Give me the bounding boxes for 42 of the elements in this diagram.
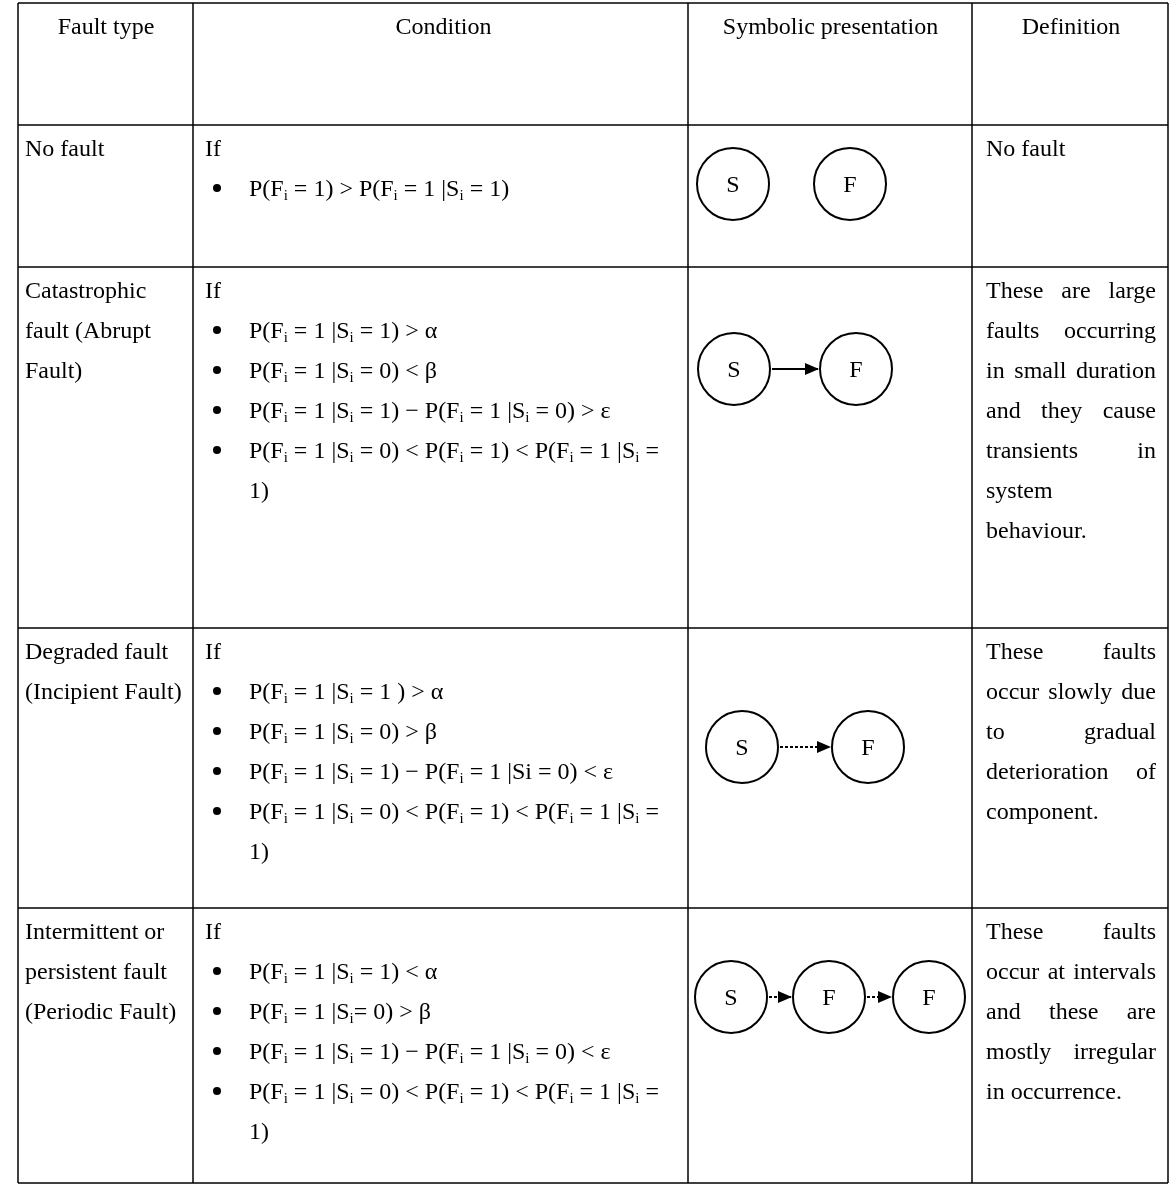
state-circle: S xyxy=(696,147,770,221)
definition-text: These are large faults occurring in small duration and they cause transients in system behaviour. xyxy=(986,276,1156,545)
condition-text: If xyxy=(205,276,221,305)
arrow xyxy=(771,363,819,375)
condition-text: If xyxy=(205,637,221,666)
fault-type-text: Intermittent or persistent fault (Periodic Fault) xyxy=(25,917,178,1026)
column-header: Condition xyxy=(395,12,492,41)
state-circle: S xyxy=(697,332,771,406)
fault-type-text: Degraded fault (Incipient Fault) xyxy=(25,637,183,706)
definition-text: These faults occur slowly due to gradual deterioration of component. xyxy=(986,637,1156,826)
state-circle: F xyxy=(792,960,866,1034)
state-circle: S xyxy=(705,710,779,784)
condition-bullet: P(F$_{i}$ = 1 |S$_{i}$ = 1 ) > α xyxy=(205,671,682,711)
condition-bullet: P(F$_{i}$ = 1 |S$_{i}$ = 1) − P(F$_{i}$ = 1 |S$_{i}$ = 0) > ε xyxy=(205,390,682,430)
arrow xyxy=(866,991,892,1003)
state-circle: F xyxy=(831,710,905,784)
condition-bullet: P(F$_{i}$ = 1 |S$_{i}$ = 0) < P(F$_{i}$ = 1) < P(F$_{i}$ = 1 |S$_{i}$ = 1) xyxy=(205,1071,682,1151)
condition-bullet: P(F$_{i}$ = 1 |S$_{i}$ = 0) < β xyxy=(205,350,682,390)
arrow xyxy=(779,741,831,753)
arrow xyxy=(768,991,792,1003)
column-header: Symbolic presentation xyxy=(722,12,939,41)
condition-bullet: P(F$_{i}$ = 1 |S$_{i}$ = 1) < α xyxy=(205,951,682,991)
condition-bullet: P(F$_{i}$ = 1 |S$_{i}$= 0) > β xyxy=(205,991,682,1031)
definition-text: These faults occur at intervals and these are mostly irregular in occurrence. xyxy=(986,917,1156,1106)
state-circle: F xyxy=(813,147,887,221)
condition-text: If xyxy=(205,134,221,163)
condition-text: If xyxy=(205,917,221,946)
condition-bullet: P(F$_{i}$ = 1 |S$_{i}$ = 1) − P(F$_{i}$ = 1 |S$_{i}$ = 0) < ε xyxy=(205,1031,682,1071)
state-circle: S xyxy=(694,960,768,1034)
condition-bullet: P(F$_{i}$ = 1 |S$_{i}$ = 0) > β xyxy=(205,711,682,751)
fault-type-text: No fault xyxy=(25,134,105,163)
condition-bullet: P(F$_{i}$ = 1 |S$_{i}$ = 1) > α xyxy=(205,310,682,350)
condition-bullet: P(F$_{i}$ = 1 |S$_{i}$ = 1) − P(F$_{i}$ = 1 |Si = 0) < ε xyxy=(205,751,682,791)
state-circle: F xyxy=(819,332,893,406)
column-header: Definition xyxy=(1021,12,1121,41)
state-circle: F xyxy=(892,960,966,1034)
column-header: Fault type xyxy=(57,12,155,41)
fault-type-text: Catastrophic fault (Abrupt Fault) xyxy=(25,276,152,385)
condition-bullet: P(F$_{i}$ = 1 |S$_{i}$ = 0) < P(F$_{i}$ = 1) < P(F$_{i}$ = 1 |S$_{i}$ = 1) xyxy=(205,791,682,871)
condition-bullet: P(F$_{i}$ = 1) > P(F$_{i}$ = 1 |S$_{i}$ = 1) xyxy=(205,168,682,208)
condition-bullet: P(F$_{i}$ = 1 |S$_{i}$ = 0) < P(F$_{i}$ = 1) < P(F$_{i}$ = 1 |S$_{i}$ = 1) xyxy=(205,430,682,510)
definition-text: No fault xyxy=(986,134,1066,163)
